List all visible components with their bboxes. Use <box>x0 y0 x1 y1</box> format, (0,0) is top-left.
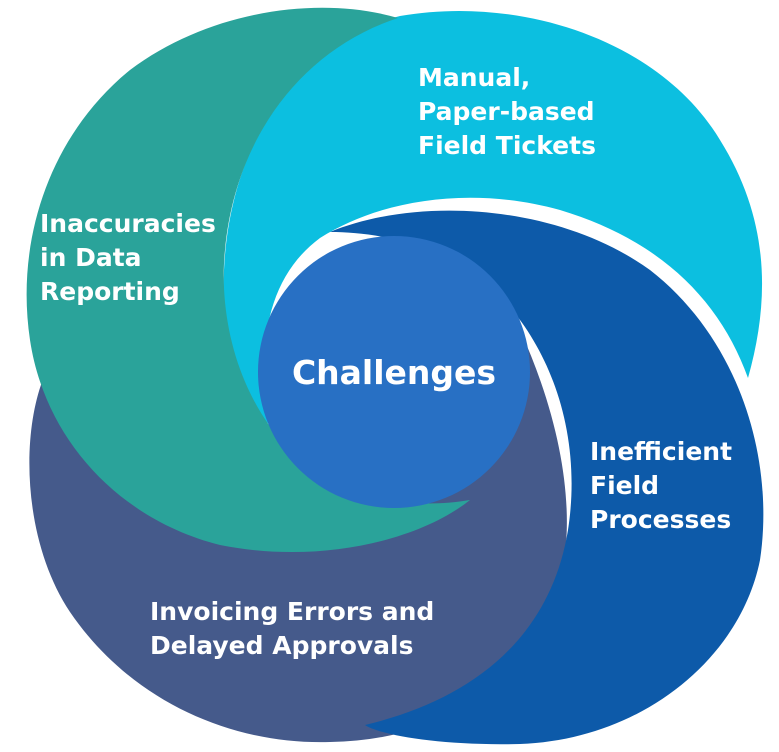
petal-manual-line-3: Field Tickets <box>418 131 596 160</box>
petal-invoicing: Invoicing Errors and Delayed Approvals <box>29 330 567 743</box>
petal-inefficient-line-3: Processes <box>590 505 731 534</box>
petal-inefficient: Inefficient Field Processes <box>330 210 764 745</box>
petal-manual-line-2: Paper-based <box>418 97 595 126</box>
petal-inaccuracies-line-3: Reporting <box>40 277 180 306</box>
petal-invoicing-shape <box>29 330 567 743</box>
petal-inaccuracies-shape <box>26 7 470 553</box>
petal-inefficient-line-2: Field <box>590 471 659 500</box>
petal-inaccuracies: Inaccuracies in Data Reporting <box>26 7 470 553</box>
center-circle <box>258 236 530 508</box>
petal-inaccuracies-label: Inaccuracies in Data Reporting <box>40 209 225 306</box>
petal-inefficient-label: Inefficient Field Processes <box>590 437 741 534</box>
petal-invoicing-label: Invoicing Errors and Delayed Approvals <box>150 597 443 660</box>
petal-inefficient-shape <box>330 210 764 745</box>
petal-manual-shape <box>223 10 763 425</box>
petal-manual: Manual, Paper-based Field Tickets <box>223 10 763 425</box>
petal-manual-line-1: Manual, <box>418 63 530 92</box>
petal-inaccuracies-line-1: Inaccuracies <box>40 209 216 238</box>
center-label: Challenges <box>292 353 496 392</box>
petal-inefficient-line-1: Inefficient <box>590 437 732 466</box>
center-node: Challenges <box>258 236 530 508</box>
petal-invoicing-line-2: Delayed Approvals <box>150 631 414 660</box>
petal-inaccuracies-line-2: in Data <box>40 243 142 272</box>
petal-manual-label: Manual, Paper-based Field Tickets <box>418 63 603 160</box>
petal-invoicing-line-1: Invoicing Errors and <box>150 597 434 626</box>
